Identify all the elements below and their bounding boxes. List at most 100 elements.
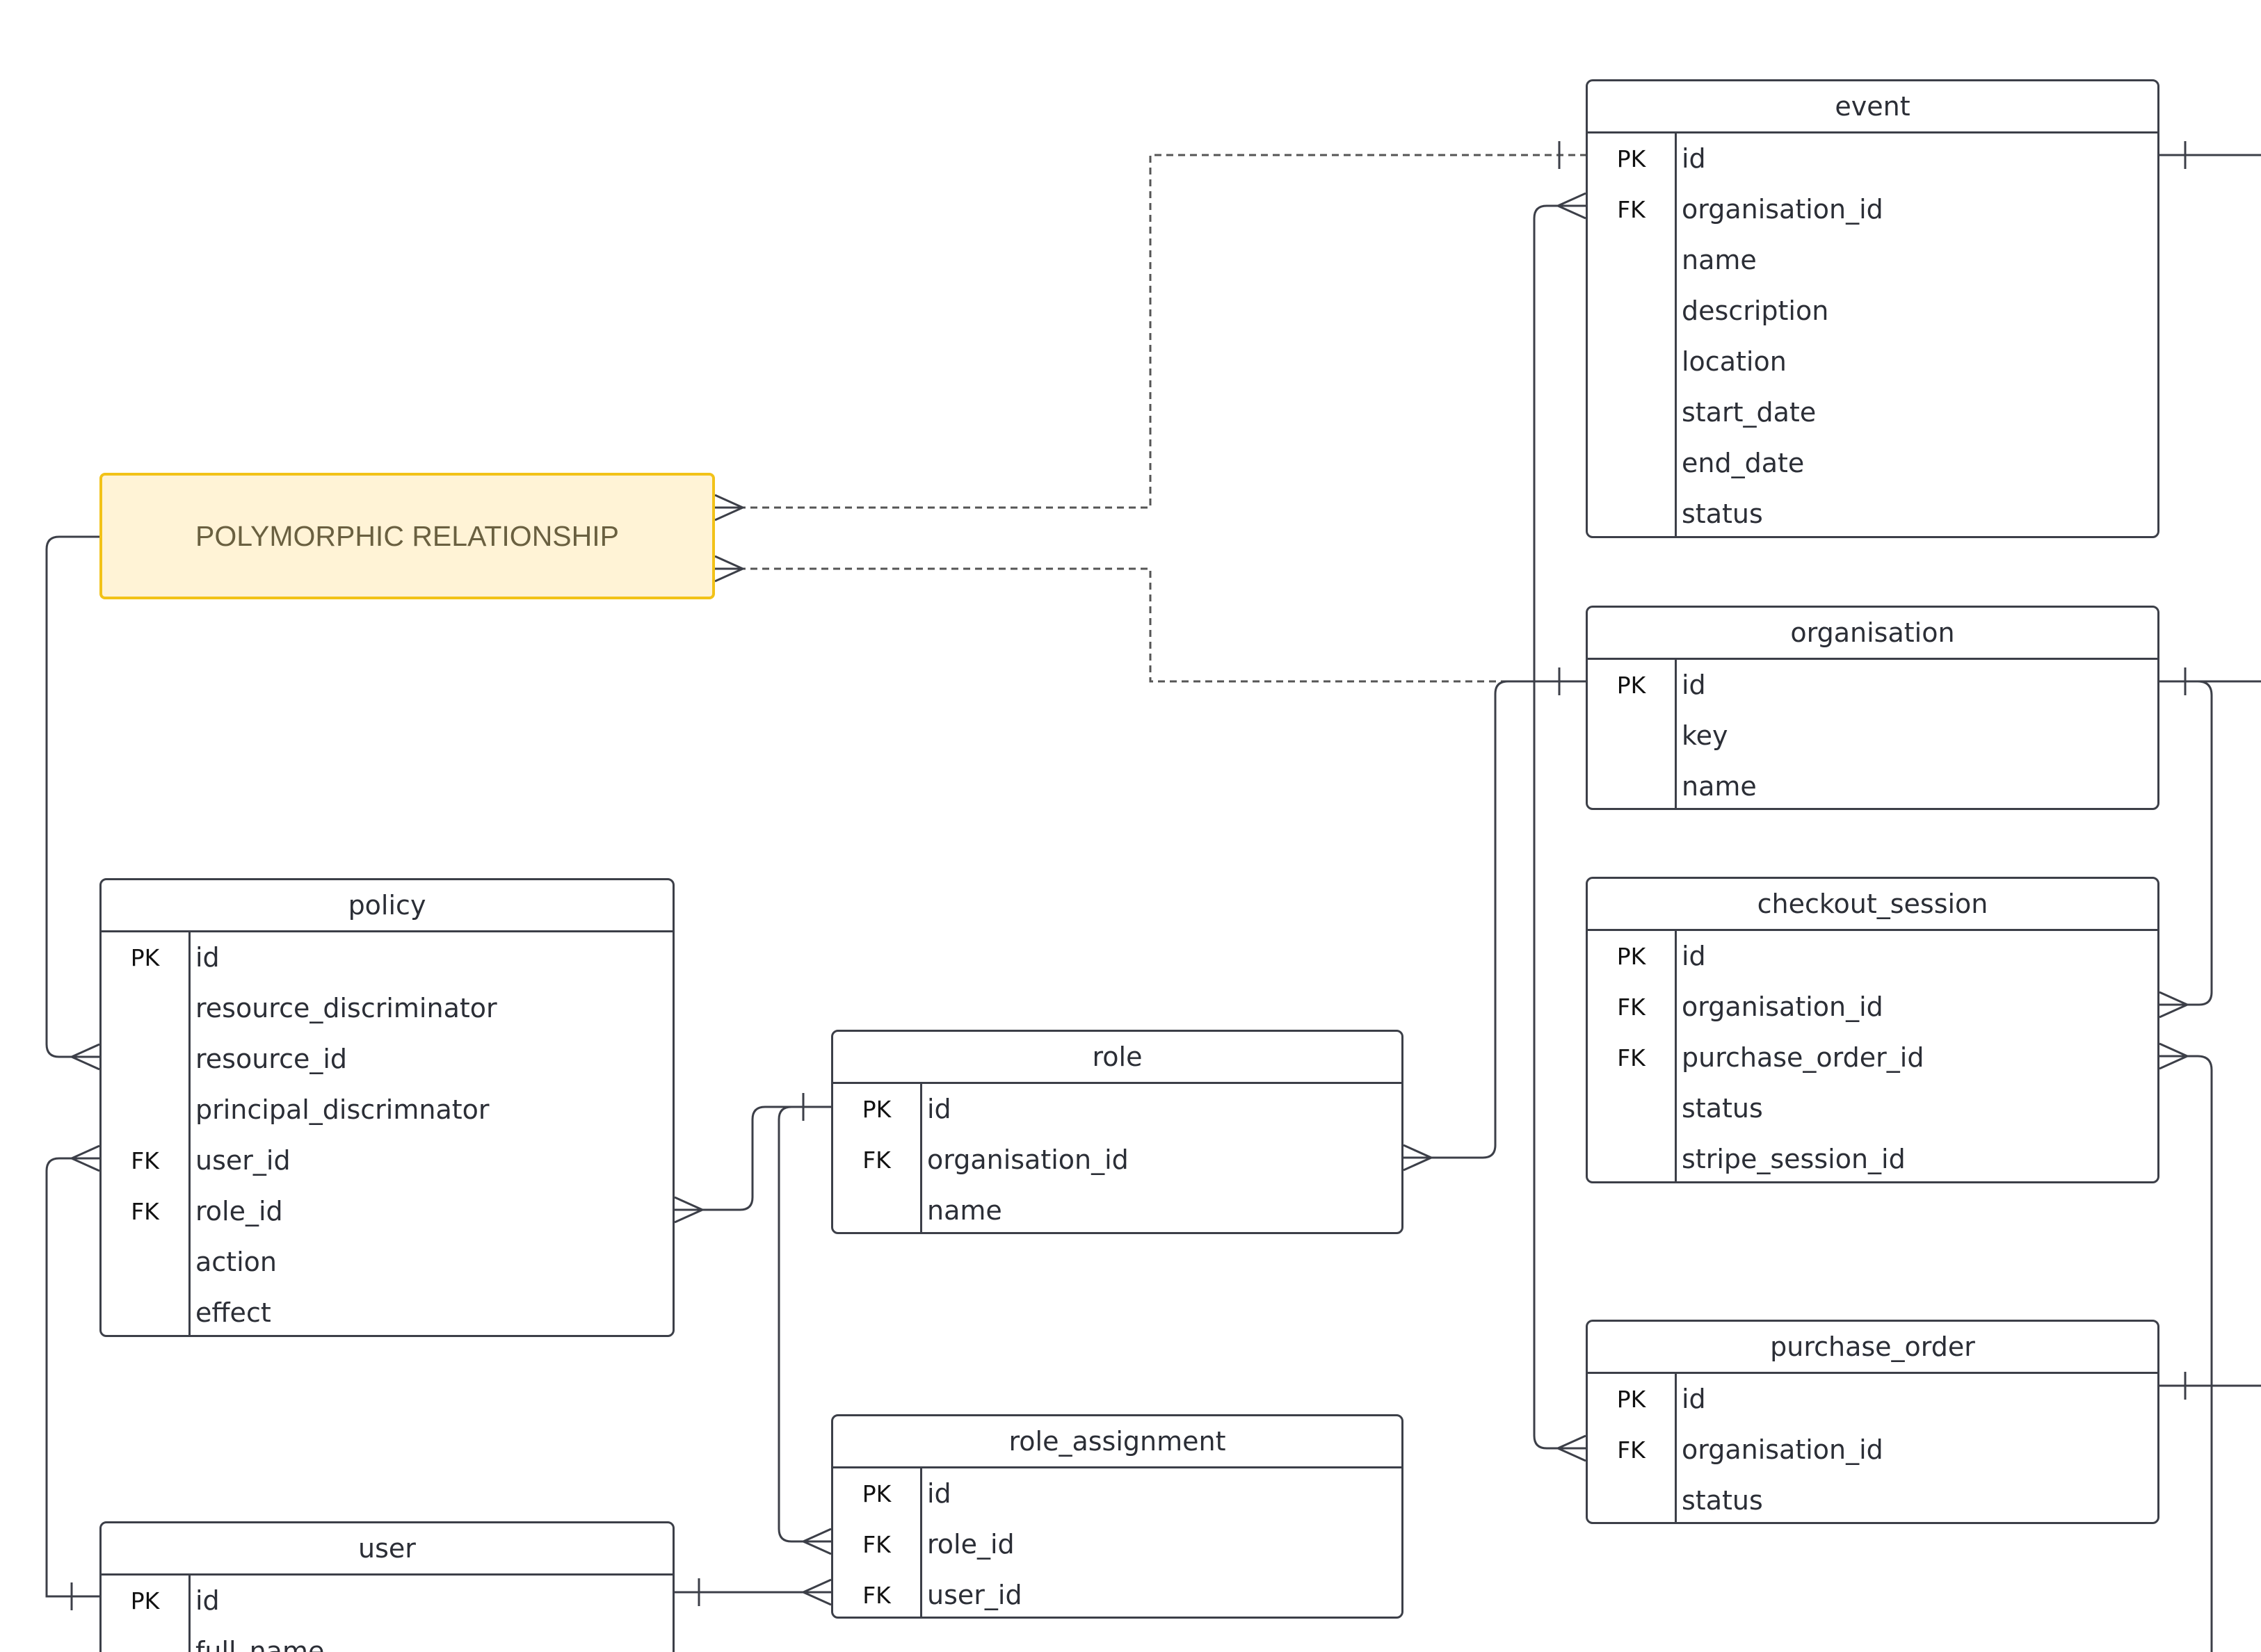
connector-checkout-purchase-order xyxy=(2159,1055,2213,1387)
entity-title: purchase_order xyxy=(1588,1322,2157,1374)
field-name: stripe_session_id xyxy=(1682,1144,1906,1174)
connector-role-assignment-role xyxy=(778,1106,831,1543)
field-row[interactable]: FK role_id xyxy=(833,1519,1401,1570)
crowsfoot-role-orgid xyxy=(1403,1144,1434,1172)
field-row[interactable]: location xyxy=(1588,337,2157,387)
connector-checkout-organisation xyxy=(2159,680,2213,1006)
entity-title: role_assignment xyxy=(833,1416,1401,1468)
field-row[interactable]: start_date xyxy=(1588,387,2157,438)
field-name: start_date xyxy=(1682,397,1817,428)
key-column-divider xyxy=(920,1082,922,1232)
field-name: name xyxy=(927,1195,1002,1226)
field-name: role_id xyxy=(927,1529,1015,1560)
field-row[interactable]: status xyxy=(1588,1083,2157,1134)
field-row[interactable]: stripe_session_id xyxy=(1588,1134,2157,1181)
key-column-divider xyxy=(188,1573,191,1652)
field-row[interactable]: end_date xyxy=(1588,438,2157,489)
field-row[interactable]: FK user_id xyxy=(102,1135,673,1186)
field-name: key xyxy=(1682,720,1728,751)
connector-purchase-order-organisation xyxy=(1533,681,1586,1450)
field-row[interactable]: status xyxy=(1588,489,2157,536)
field-row[interactable]: FK organisation_id xyxy=(1588,1425,2157,1475)
field-row[interactable]: resource_id xyxy=(102,1034,673,1085)
field-row[interactable]: FK organisation_id xyxy=(1588,982,2157,1032)
field-name: role_id xyxy=(195,1196,283,1226)
field-row[interactable]: name xyxy=(1588,761,2157,808)
entity-title: checkout_session xyxy=(1588,879,2157,931)
field-row[interactable]: principal_discrimnator xyxy=(102,1085,673,1135)
key-marker: PK xyxy=(1616,145,1646,172)
crowsfoot-ra-user xyxy=(800,1578,832,1606)
field-row[interactable]: action xyxy=(102,1237,673,1288)
entity-title: event xyxy=(1588,81,2157,133)
field-name: organisation_id xyxy=(1682,991,1883,1022)
crowsfoot-policy-role xyxy=(674,1196,705,1224)
polymorphic-relationship-note[interactable]: POLYMORPHIC RELATIONSHIP xyxy=(99,473,715,599)
field-name: status xyxy=(1682,499,1763,529)
key-column-divider xyxy=(920,1466,922,1617)
key-marker: FK xyxy=(131,1147,159,1174)
key-column-divider xyxy=(1675,1372,1677,1522)
field-name: description xyxy=(1682,295,1829,326)
field-name: organisation_id xyxy=(927,1144,1129,1175)
field-name: user_id xyxy=(927,1580,1022,1610)
entity-title: user xyxy=(102,1523,673,1576)
key-marker: FK xyxy=(1617,1436,1646,1464)
field-name: status xyxy=(1682,1485,1763,1516)
field-row[interactable]: FK user_id xyxy=(833,1570,1401,1617)
key-marker: FK xyxy=(1617,994,1646,1021)
field-name: resource_id xyxy=(195,1044,348,1074)
field-name: id xyxy=(1682,670,1706,700)
field-name: end_date xyxy=(1682,448,1805,478)
field-name: user_id xyxy=(195,1145,291,1176)
key-marker: FK xyxy=(862,1582,891,1609)
field-row[interactable]: effect xyxy=(102,1288,673,1335)
key-column-divider xyxy=(1675,929,1677,1181)
entity-title: role xyxy=(833,1032,1401,1084)
field-row[interactable]: full_name xyxy=(102,1626,673,1652)
field-row[interactable]: resource_discriminator xyxy=(102,983,673,1034)
field-name: id xyxy=(927,1094,951,1124)
field-row[interactable]: name xyxy=(833,1185,1401,1232)
field-name: status xyxy=(1682,1093,1763,1124)
crowsfoot-policy-resource xyxy=(69,1043,100,1071)
field-row[interactable]: key xyxy=(1588,711,2157,761)
key-column-divider xyxy=(1675,658,1677,808)
field-row[interactable]: status xyxy=(1588,1475,2157,1522)
connector-policy-user xyxy=(45,1157,99,1598)
crowsfoot-po-orgid xyxy=(1555,1434,1586,1462)
key-marker: PK xyxy=(1616,943,1646,970)
key-marker: FK xyxy=(862,1531,891,1558)
key-marker: FK xyxy=(1617,196,1646,223)
field-row[interactable]: description xyxy=(1588,286,2157,337)
field-name: action xyxy=(195,1247,277,1277)
entity-title: policy xyxy=(102,880,673,932)
field-name: location xyxy=(1682,346,1787,377)
field-name: organisation_id xyxy=(1682,1434,1883,1465)
field-row[interactable]: name xyxy=(1588,235,2157,286)
field-name: name xyxy=(1682,771,1757,802)
key-marker: FK xyxy=(1617,1044,1646,1071)
key-marker: PK xyxy=(130,944,160,971)
connector-polymorphic-event xyxy=(715,154,1586,509)
